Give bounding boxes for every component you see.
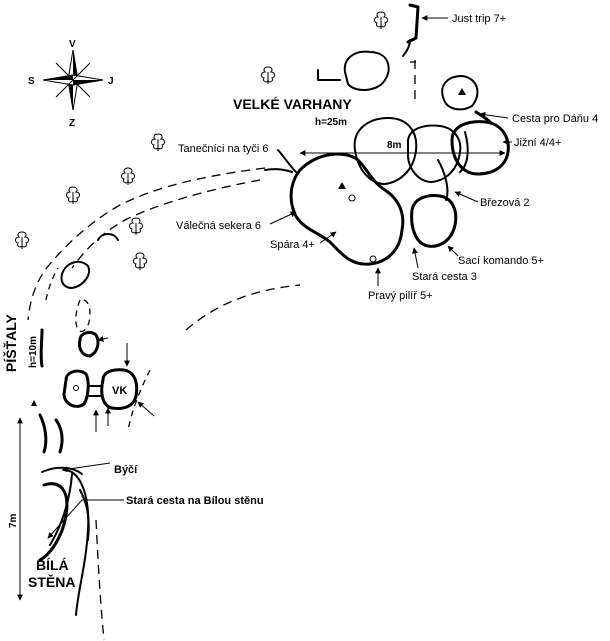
vk-block-label: VK: [112, 385, 127, 397]
tree-icon: [65, 186, 81, 205]
route-label-cesta-pro-danu: Cesta pro Dáňu 4: [512, 113, 598, 125]
just-trip-rock: [406, 3, 420, 44]
route-label-byci: Býčí: [114, 464, 138, 476]
route-label-saci-komando: Sací komando 5+: [458, 255, 544, 267]
rock-block: [343, 50, 390, 91]
route-label-stara-cesta: Stará cesta 3: [412, 271, 477, 283]
tree-icon: [120, 167, 136, 186]
area-label-velke-varhany: VELKÉ VARHANY: [233, 96, 352, 112]
height-label-pistaly: h=10m: [28, 336, 39, 368]
dan-rock: [441, 75, 479, 111]
route-label-valecna-sekera: Válečná sekera 6: [176, 220, 261, 232]
route-label-jizni: Jižní 4/4+: [514, 137, 561, 149]
route-label-brezova: Březová 2: [480, 197, 530, 209]
tree-icon: [132, 252, 148, 271]
compass-north-label: V: [69, 39, 76, 50]
area-label-bila: BÍLÁ: [36, 557, 69, 573]
width-label-8m: 8m: [387, 140, 402, 151]
compass-south-label: Z: [69, 118, 75, 129]
compass-rose: V S J Z: [28, 39, 114, 129]
route-label-pravy-pilir: Pravý pilíř 5+: [368, 290, 433, 302]
tree-icon: [14, 231, 30, 250]
height-label-velke-varhany: h=25m: [315, 117, 347, 128]
approach-paths: [185, 60, 420, 331]
route-label-stara-cesta-bila-stena: Stará cesta na Bílou stěnu: [126, 495, 264, 507]
bila-stena-wall: [38, 369, 151, 641]
route-label-just-trip: Just trip 7+: [452, 13, 506, 25]
height-label-7m: 7m: [8, 513, 19, 528]
tree-icon: [260, 66, 276, 85]
tree-icon: [373, 11, 389, 30]
tree-icon: [128, 217, 144, 236]
route-label-tanecnici: Tanečníci na tyči 6: [178, 143, 269, 155]
pistaly-group: [31, 328, 139, 475]
tree-icon: [150, 133, 166, 152]
compass-east-label: J: [108, 76, 114, 87]
area-label-pistaly: PÍŠŤALY: [2, 314, 19, 372]
connecting-rock-band: [27, 167, 266, 332]
compass-west-label: S: [28, 76, 35, 87]
route-label-spara: Spára 4+: [270, 239, 315, 251]
route-labels: Just trip 7+ Cesta pro Dáňu 4 Jižní 4/4+…: [47, 13, 598, 539]
measurements: [17, 150, 506, 601]
area-label-stena: STĚNA: [28, 573, 75, 590]
top-rocks: [317, 3, 479, 111]
